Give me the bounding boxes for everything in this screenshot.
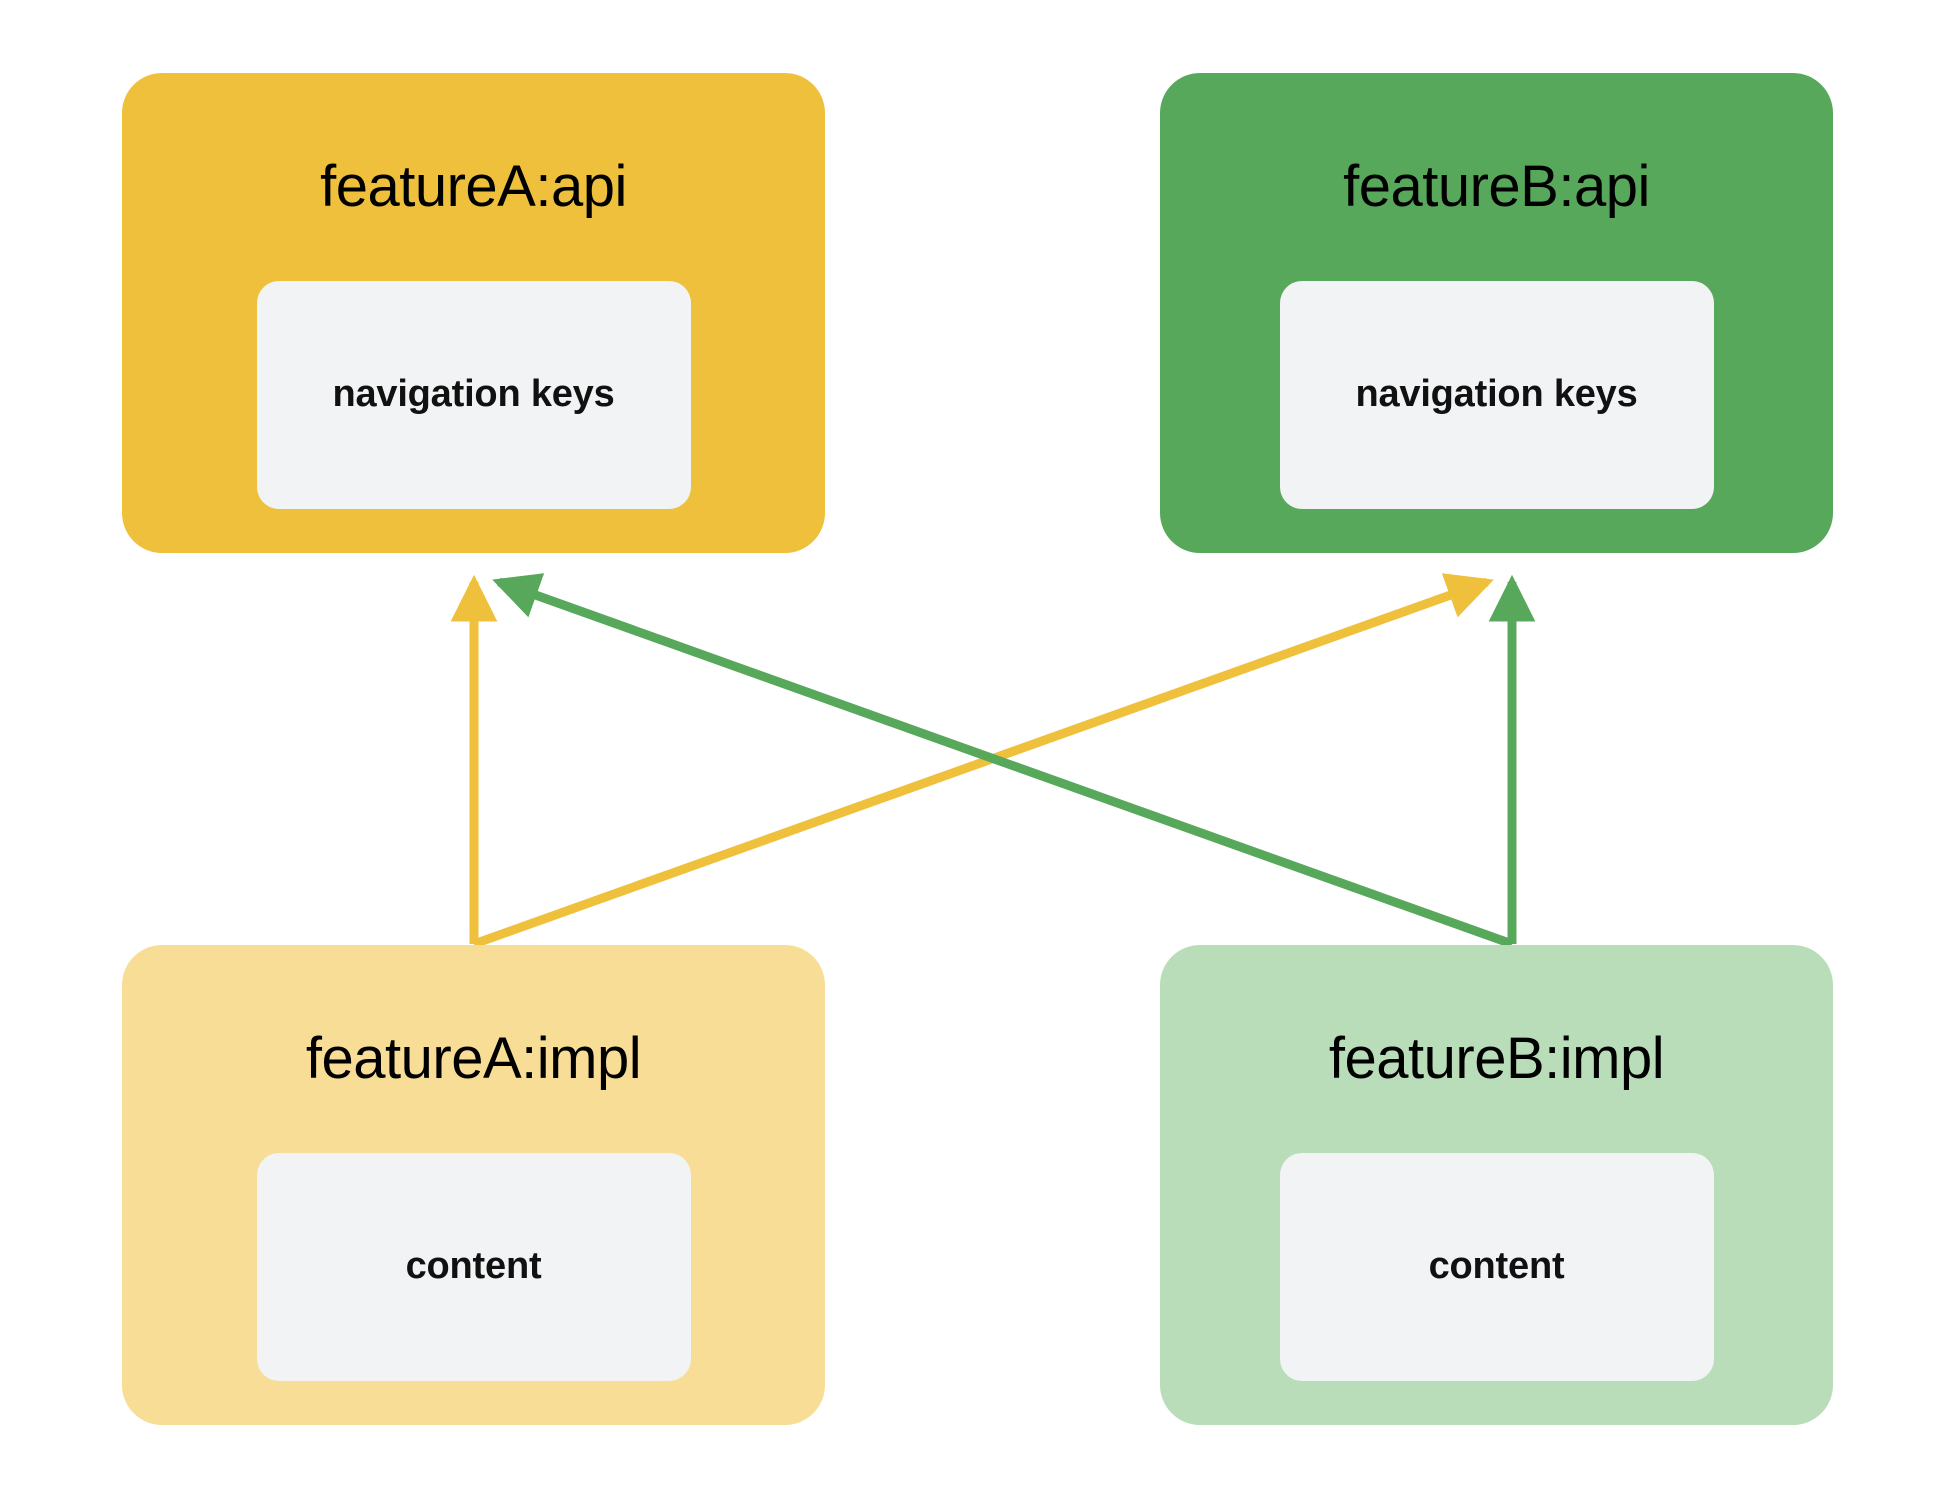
edge-a-impl-to-b-api: [472, 573, 1494, 949]
module-chip-navigation-keys[interactable]: navigation keys: [1279, 280, 1714, 509]
module-feature-b-impl[interactable]: featureB:impl content: [1160, 945, 1833, 1425]
module-title: featureA:api: [320, 154, 627, 219]
chip-label: navigation keys: [1355, 373, 1638, 416]
module-feature-b-api[interactable]: featureB:api navigation keys: [1160, 73, 1833, 553]
module-title: featureB:api: [1343, 154, 1650, 219]
module-chip-content[interactable]: content: [1279, 1152, 1714, 1381]
edge-b-impl-to-a-api: [492, 573, 1514, 949]
chip-label: content: [405, 1245, 542, 1288]
chip-label: content: [1428, 1245, 1565, 1288]
module-title: featureB:impl: [1328, 1026, 1665, 1091]
module-feature-a-api[interactable]: featureA:api navigation keys: [122, 73, 825, 553]
module-feature-a-impl[interactable]: featureA:impl content: [122, 945, 825, 1425]
module-title: featureA:impl: [305, 1026, 642, 1091]
module-chip-content[interactable]: content: [256, 1152, 691, 1381]
module-chip-navigation-keys[interactable]: navigation keys: [256, 280, 691, 509]
chip-label: navigation keys: [332, 373, 615, 416]
